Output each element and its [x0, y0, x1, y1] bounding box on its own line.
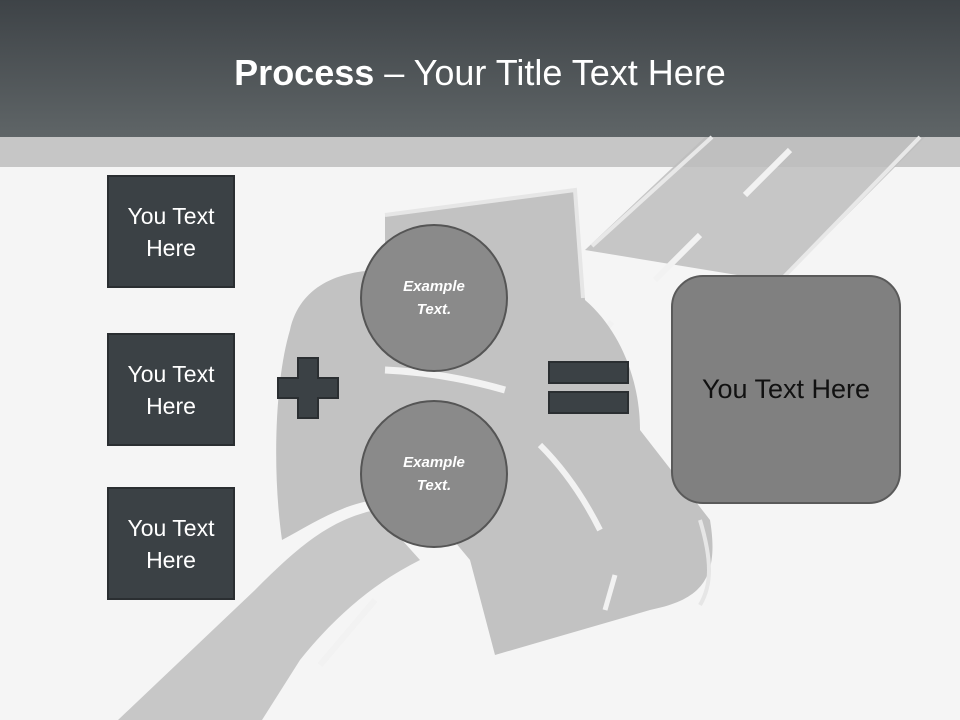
example-circle-2: Example Text.	[360, 400, 508, 548]
title-bar	[0, 0, 960, 137]
input-box-2: You Text Here	[107, 333, 235, 446]
title-rest: – Your Title Text Here	[374, 52, 726, 93]
input-box-3: You Text Here	[107, 487, 235, 600]
title-bold: Process	[234, 52, 375, 93]
road-lower	[118, 510, 420, 720]
equals-icon	[548, 361, 629, 414]
circle-label: Example Text.	[403, 454, 465, 494]
result-box: You Text Here	[671, 275, 901, 504]
plus-icon	[277, 357, 339, 419]
example-circle-1: Example Text.	[360, 224, 508, 372]
circle-label: Example Text.	[403, 278, 465, 318]
input-box-label: You Text Here	[127, 514, 215, 573]
input-box-label: You Text Here	[127, 360, 215, 419]
input-box-1: You Text Here	[107, 175, 235, 288]
input-box-label: You Text Here	[127, 202, 215, 261]
result-label: You Text Here	[701, 374, 871, 404]
slide-title: Process – Your Title Text Here	[0, 52, 960, 94]
road-upper	[585, 137, 925, 282]
